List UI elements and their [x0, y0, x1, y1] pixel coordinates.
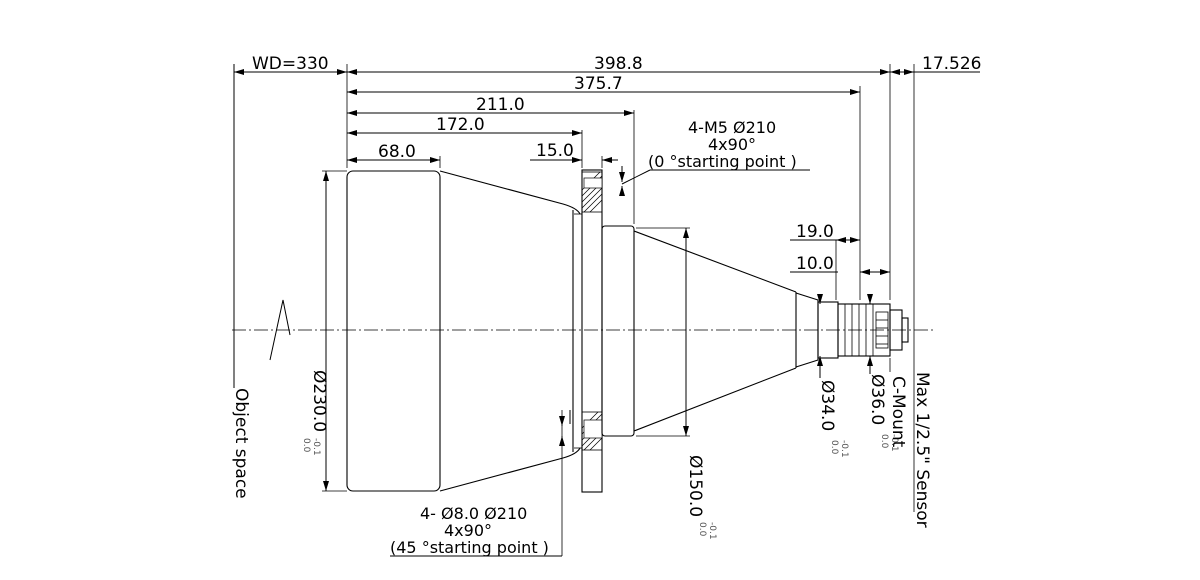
note-bottom-start: (45 °starting point )	[390, 538, 549, 557]
wd-label: WD=330	[252, 54, 329, 74]
dim-375: 375.7	[574, 74, 623, 94]
note-top-thread: 4-M5 Ø210	[688, 118, 776, 137]
flange	[581, 169, 603, 493]
dim-d230: Ø230.0	[309, 370, 329, 432]
svg-text:-0.1: -0.1	[707, 522, 717, 540]
svg-text:0.0: 0.0	[879, 434, 889, 449]
svg-text:0.0: 0.0	[829, 440, 839, 455]
diameter-dimensions: Ø230.0 0.0 -0.1 Ø150.0 0.0 -0.1 Ø34.0 0.…	[231, 170, 932, 540]
dim-15: 15.0	[536, 141, 574, 161]
rear-hub	[601, 225, 635, 437]
note-top-count: 4x90°	[708, 135, 756, 154]
c-mount-label: C-Mount	[888, 376, 908, 448]
object-space-label: Object space	[231, 388, 251, 499]
lens-body	[346, 169, 909, 493]
svg-text:0.0: 0.0	[697, 522, 707, 537]
note-bottom-count: 4x90°	[444, 521, 492, 540]
dim-total-length: 398.8	[594, 54, 643, 74]
note-bottom-hole: 4- Ø8.0 Ø210	[420, 504, 527, 523]
svg-text:-0.1: -0.1	[889, 434, 899, 452]
svg-text:-0.1: -0.1	[311, 438, 321, 456]
dim-flange-back: 17.526	[922, 54, 981, 74]
svg-text:0.0: 0.0	[301, 438, 311, 453]
dim-d34: Ø34.0	[817, 380, 837, 431]
dim-211: 211.0	[476, 95, 525, 115]
bottom-hole-note: 4- Ø8.0 Ø210 4x90° (45 °starting point )	[390, 410, 571, 557]
note-top-start: (0 °starting point )	[648, 152, 797, 171]
front-cone-bottom	[439, 447, 581, 492]
svg-text:-0.1: -0.1	[839, 440, 849, 458]
dim-10: 10.0	[796, 254, 834, 274]
sensor-label: Max 1/2.5" Sensor	[912, 372, 932, 528]
dim-19: 19.0	[796, 222, 834, 242]
top-dimensions: WD=330 398.8 17.526 375.7 211.0 172.0 68…	[234, 54, 981, 512]
break-symbol	[269, 299, 291, 361]
dim-d150: Ø150.0	[685, 455, 705, 517]
dim-172: 172.0	[436, 115, 485, 135]
front-cone-top	[439, 170, 581, 215]
front-barrel	[346, 170, 441, 492]
dim-68: 68.0	[378, 142, 416, 162]
dim-d36: Ø36.0	[867, 374, 887, 425]
